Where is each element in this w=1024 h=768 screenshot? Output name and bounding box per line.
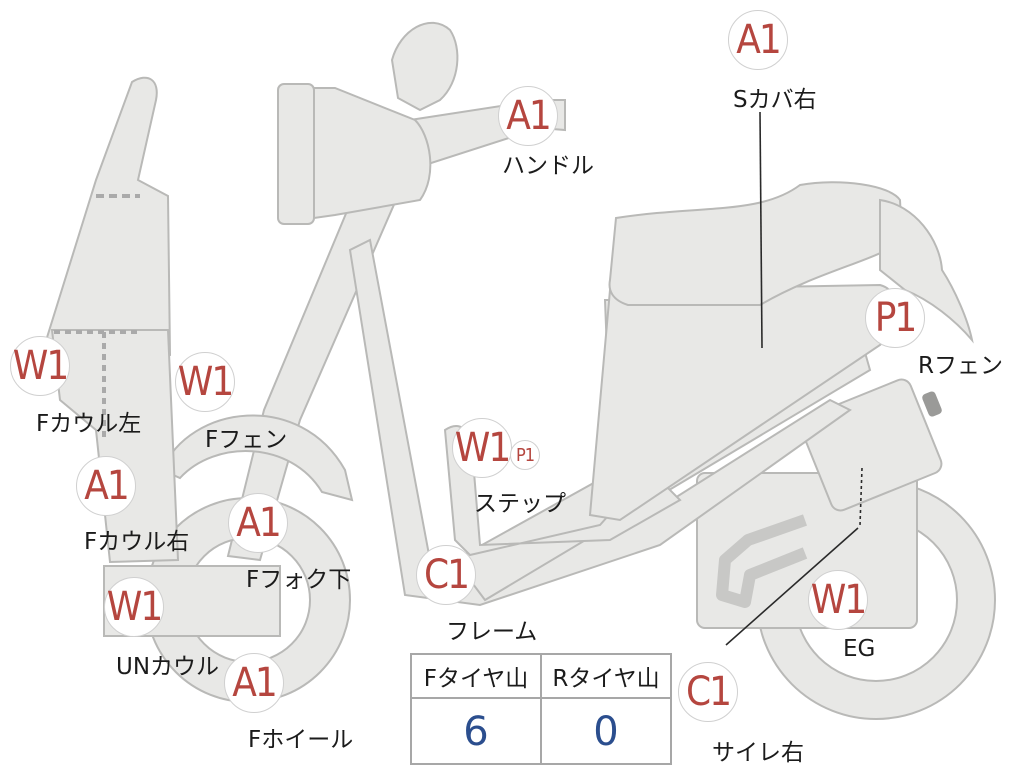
part-label: Fカウル左 bbox=[36, 411, 142, 437]
table-header-row: Fタイヤ山 Rタイヤ山 bbox=[412, 655, 670, 699]
part-label: ステップ bbox=[474, 491, 566, 517]
damage-code-badge: W1 bbox=[808, 570, 868, 630]
damage-code-badge: W1 bbox=[104, 577, 164, 637]
rear-tire-tread-value[interactable]: 0 bbox=[540, 699, 670, 765]
damage-code-badge: A1 bbox=[228, 493, 288, 553]
damage-code-badge: A1 bbox=[498, 86, 558, 146]
damage-code-badge: W1 bbox=[175, 352, 235, 412]
handlebar-assembly bbox=[277, 21, 566, 225]
header-front-tire: Fタイヤ山 bbox=[423, 666, 529, 692]
damage-code-badge: W1 bbox=[452, 418, 512, 478]
part-label: Sカバ右 bbox=[733, 87, 817, 113]
damage-code-badge: C1 bbox=[678, 662, 738, 722]
leader-lines bbox=[725, 111, 863, 646]
damage-code-badge: A1 bbox=[224, 653, 284, 713]
part-label: Fカウル右 bbox=[84, 529, 190, 555]
damage-code-badge: W1 bbox=[10, 336, 70, 396]
part-label: サイレ右 bbox=[712, 740, 804, 766]
front-fender bbox=[160, 414, 354, 502]
part-label: EG bbox=[843, 636, 876, 662]
tire-tread-table: Fタイヤ山 Rタイヤ山 6 0 bbox=[410, 653, 672, 765]
rear-fender bbox=[879, 198, 974, 344]
seat bbox=[608, 181, 904, 306]
part-label: Fフェン bbox=[205, 427, 288, 453]
part-label: Fホイール bbox=[248, 727, 354, 753]
header-rear-tire: Rタイヤ山 bbox=[540, 655, 670, 697]
exhaust-pipe bbox=[716, 514, 808, 608]
table-value-row: 6 0 bbox=[412, 699, 670, 765]
damage-code-badge: A1 bbox=[76, 456, 136, 516]
damage-code-badge: C1 bbox=[416, 545, 476, 605]
damage-code-badge: P1 bbox=[865, 288, 925, 348]
front-tire-tread-value[interactable]: 6 bbox=[463, 709, 489, 755]
damage-code-badge-secondary: P1 bbox=[510, 440, 540, 470]
damage-code-badge: A1 bbox=[728, 10, 788, 70]
part-label: フレーム bbox=[446, 619, 538, 645]
part-label: UNカウル bbox=[116, 654, 220, 680]
part-label: ハンドル bbox=[502, 153, 594, 179]
part-label: Fフォク下 bbox=[246, 567, 352, 593]
part-label: Rフェン bbox=[918, 353, 1003, 379]
